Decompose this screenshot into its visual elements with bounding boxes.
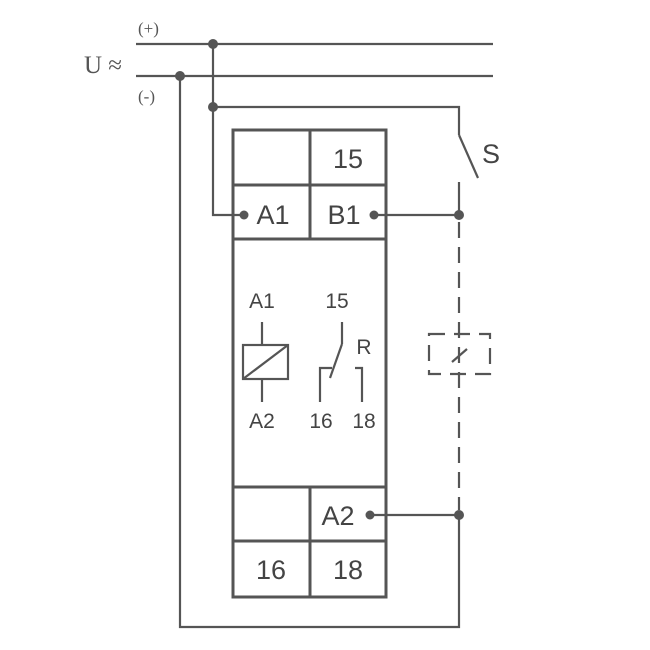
terminal-18: 18 [333,555,363,585]
terminal-dot [369,210,379,220]
junction-dot [454,210,464,220]
contact-15-label: 15 [325,290,348,313]
terminal-16: 16 [256,555,286,585]
relay-r-label: R [356,336,371,359]
terminal-15: 15 [333,144,363,174]
minus-label: (-) [138,87,155,106]
external-relay-symbol [427,332,492,376]
wire-return [178,76,461,629]
coil-icon [241,343,290,381]
switch-label: S [482,139,500,169]
wire-switch-feed [213,105,461,135]
plus-label: (+) [138,19,159,38]
contact-16-label: 16 [309,410,332,433]
terminal-dot [365,510,375,520]
coil-a1-label: A1 [249,290,275,313]
switch-s [457,134,480,179]
voltage-label: U ≈ [84,52,122,79]
coil-a2-label: A2 [249,410,275,433]
contact-18-label: 18 [352,410,375,433]
terminal-a2: A2 [321,501,354,531]
changeover-contact-icon [318,322,364,402]
terminal-a1: A1 [256,200,289,230]
terminal-dot [239,210,249,220]
relay-module [231,128,388,599]
internal-schematic: A1 A2 15 R 16 18 [241,290,376,433]
terminal-b1: B1 [327,200,360,230]
